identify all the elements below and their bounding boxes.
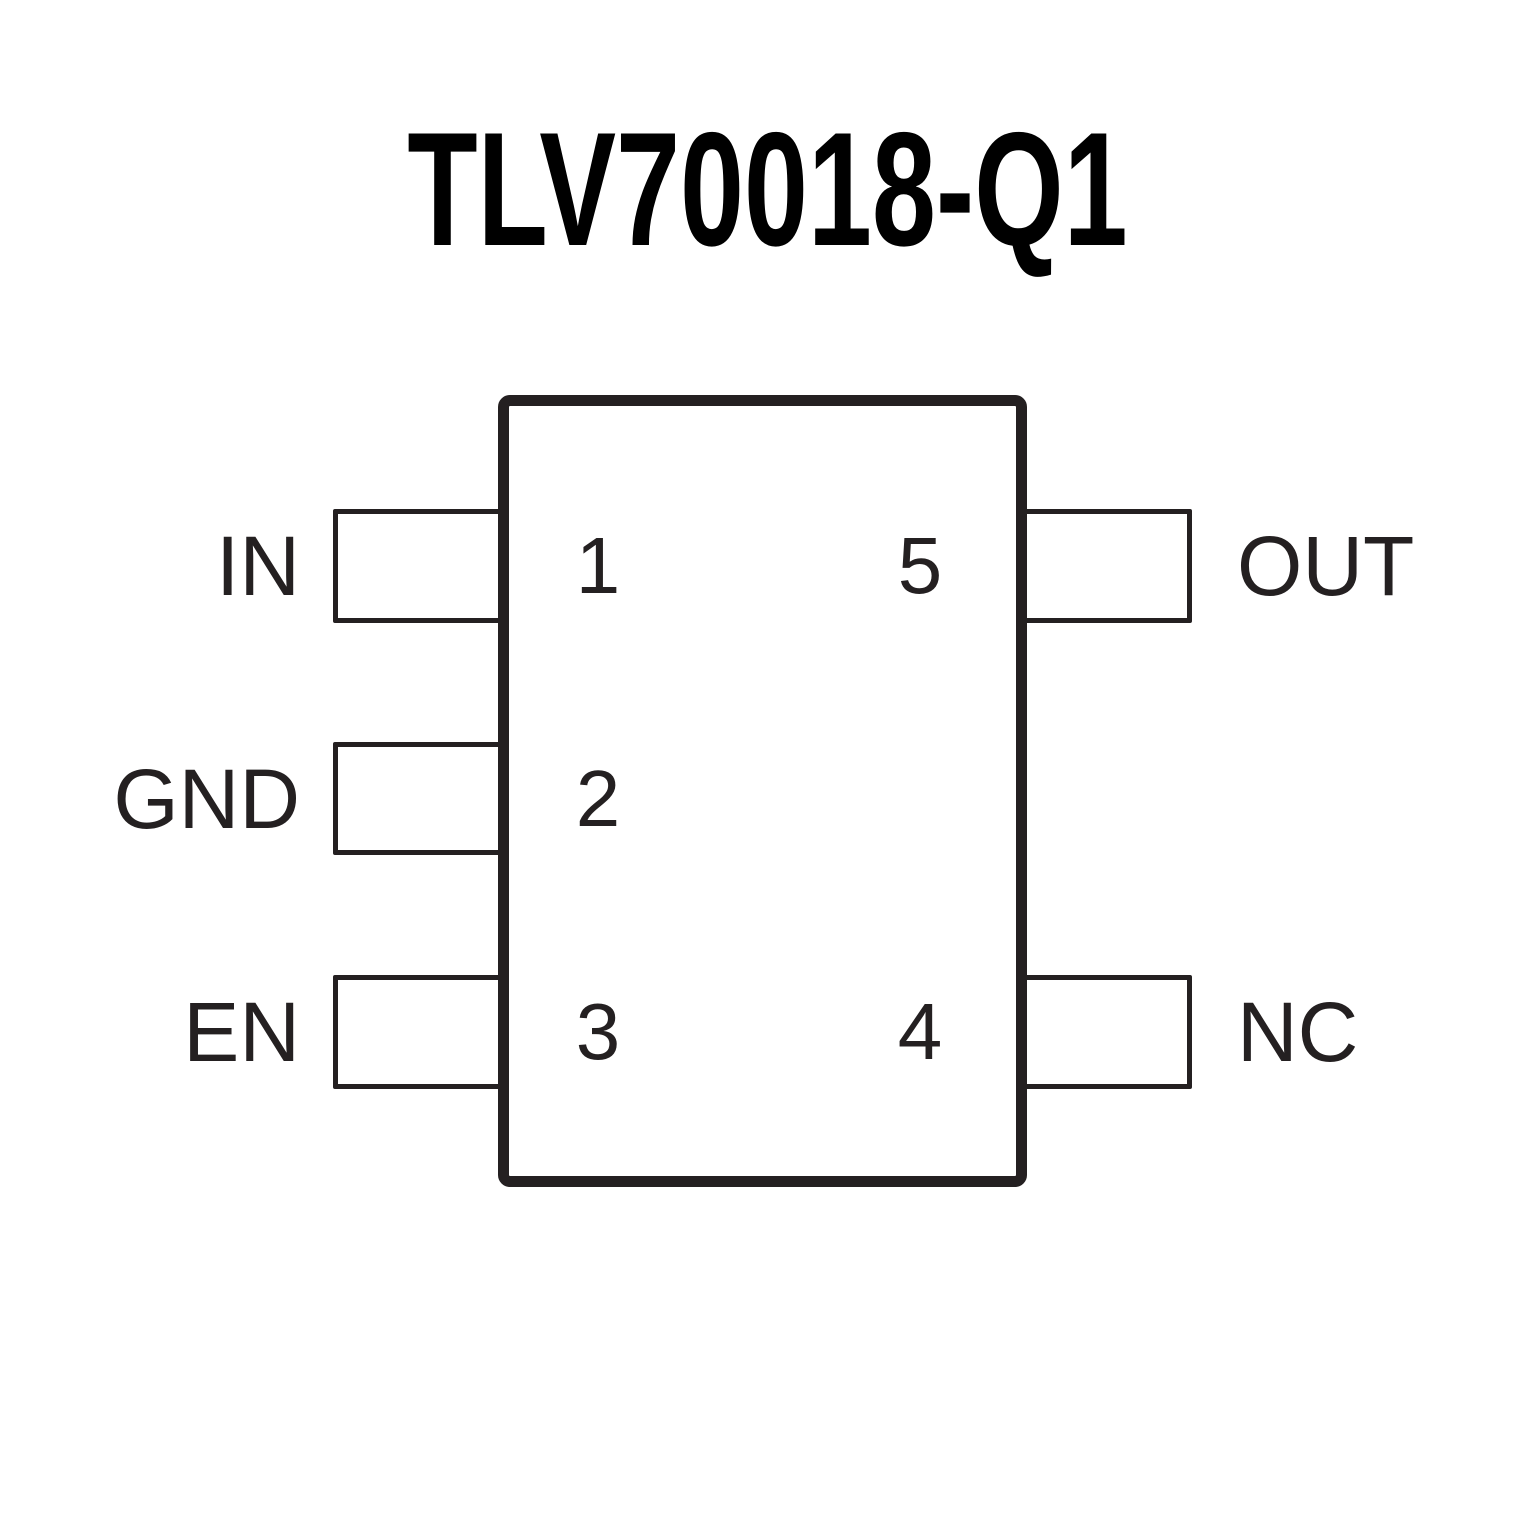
part-number-title: TLV70018-Q1: [407, 99, 1128, 280]
pin-number-5: 5: [897, 521, 943, 610]
pin-label-en: EN: [183, 985, 300, 1079]
pin-pad-3: [333, 975, 503, 1089]
pin-number-1: 1: [575, 521, 621, 610]
pin-label-out: OUT: [1237, 519, 1415, 613]
pin-number-4: 4: [897, 987, 943, 1076]
pin-label-gnd: GND: [113, 751, 300, 846]
pin-number-3: 3: [575, 987, 621, 1076]
pin-pad-1: [333, 509, 503, 623]
pin-label-nc: NC: [1237, 985, 1359, 1079]
ic-body: [498, 395, 1027, 1187]
pin-pad-5: [1022, 509, 1192, 623]
pin-label-in: IN: [216, 519, 300, 613]
pin-pad-4: [1022, 975, 1192, 1089]
pin-number-2: 2: [575, 753, 621, 843]
pin-pad-2: [333, 742, 503, 855]
